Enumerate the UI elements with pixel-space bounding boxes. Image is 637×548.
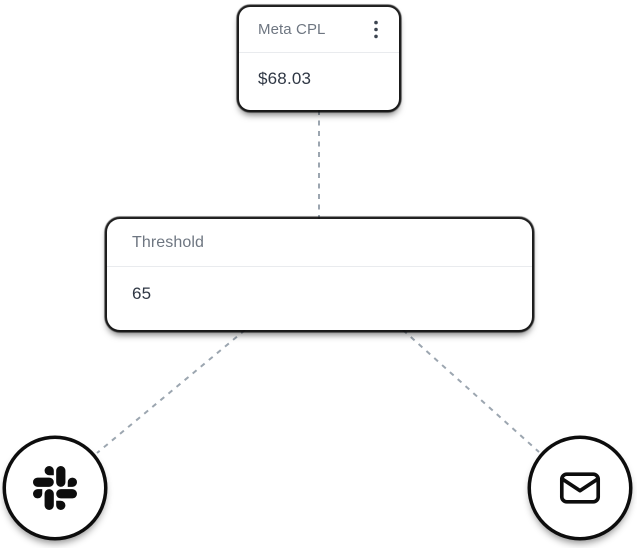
email-action-node[interactable]	[531, 439, 629, 537]
slack-action-node[interactable]	[6, 439, 104, 537]
threshold-node-value: 65	[132, 284, 152, 303]
threshold-node-card[interactable]: Threshold 65	[107, 219, 532, 330]
kebab-vertical-icon	[369, 20, 383, 39]
metric-node-header: Meta CPL	[239, 7, 399, 53]
threshold-node-header: Threshold	[107, 219, 532, 267]
node-menu-button[interactable]	[365, 17, 387, 43]
metric-node-title: Meta CPL	[258, 21, 326, 38]
threshold-node-label: Threshold	[132, 233, 205, 251]
metric-node-value: $68.03	[258, 69, 312, 88]
slack-icon	[33, 466, 77, 510]
envelope-icon	[557, 465, 603, 511]
metric-node-card[interactable]: Meta CPL $68.03	[239, 7, 399, 110]
connector-threshold-email	[402, 329, 540, 453]
connector-threshold-slack	[96, 329, 246, 454]
